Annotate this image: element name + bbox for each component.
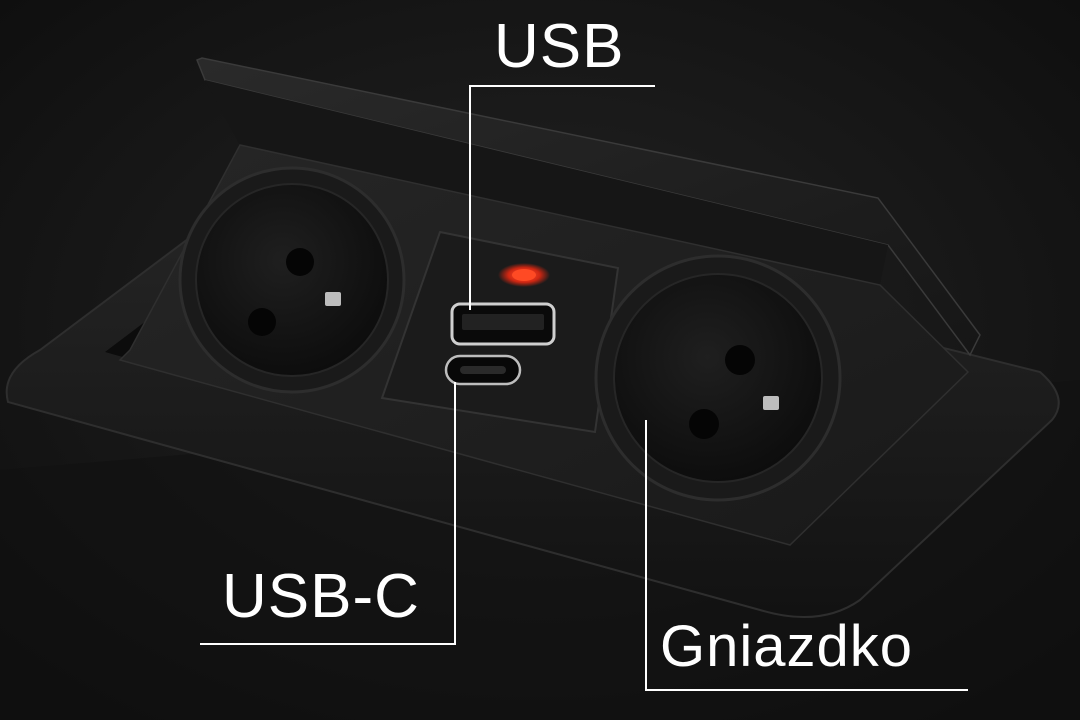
usb-a-port-icon bbox=[450, 302, 556, 346]
usb-c-label: USB-C bbox=[222, 562, 420, 631]
callout-line-usb bbox=[469, 85, 655, 310]
callout-line-usbc bbox=[200, 382, 456, 645]
callout-line-gniazdko bbox=[645, 420, 968, 691]
usb-label: USB bbox=[494, 12, 625, 81]
usb-c-port-icon bbox=[444, 354, 522, 386]
socket-label: Gniazdko bbox=[660, 614, 914, 679]
lid-underside bbox=[205, 80, 888, 285]
schuko-outlet-icon bbox=[178, 166, 406, 394]
lid bbox=[196, 57, 981, 357]
usb-module bbox=[380, 230, 620, 434]
schuko-outlet-icon bbox=[594, 254, 842, 502]
